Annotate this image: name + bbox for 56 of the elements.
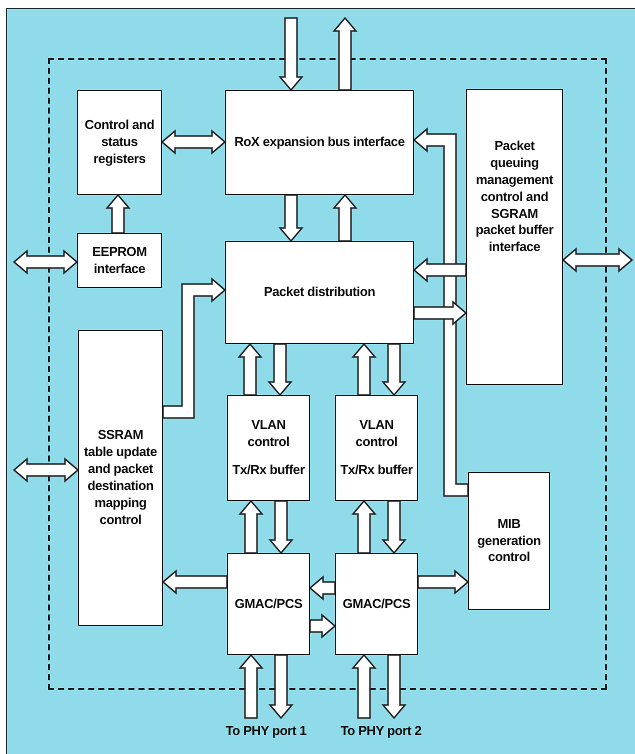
block-arrow (238, 654, 264, 719)
block-box (335, 553, 418, 655)
block-box (77, 90, 162, 195)
block-label: VLAN control (246, 416, 290, 450)
block-arrow (412, 127, 469, 497)
block-arrow (12, 457, 80, 483)
block-arrow (268, 500, 294, 554)
block-arrow (332, 194, 358, 242)
block-arrow (381, 343, 407, 396)
block-label: RoX expansion bus interface (234, 134, 405, 151)
block-label: VLAN control (354, 416, 398, 450)
block-arrow (562, 247, 634, 273)
block-arrow (351, 500, 377, 554)
block-box (77, 233, 162, 288)
block-box (225, 241, 414, 344)
block-arrow (160, 129, 226, 155)
block-label: EEPROM interface (91, 244, 148, 278)
block-arrow (238, 500, 264, 554)
block-label: Tx/Rx buffer (340, 462, 413, 480)
chip-boundary (48, 58, 607, 690)
block-box (78, 330, 163, 626)
port-label: To PHY port 2 (328, 718, 434, 742)
block-label: SSRAM table update and packet destination mapping control (83, 427, 158, 529)
block-arrow (381, 500, 407, 554)
block-arrow (332, 16, 358, 91)
block-box (227, 395, 310, 501)
block-arrow (412, 257, 467, 283)
block-box (225, 90, 414, 195)
block-label: Control and status registers (84, 117, 156, 168)
block-arrow (268, 654, 294, 720)
port-label: To PHY port 1 (212, 718, 320, 742)
block-box (468, 472, 550, 610)
block-arrow (105, 194, 131, 234)
block-box (335, 395, 418, 501)
block-box (227, 553, 310, 655)
block-arrow (309, 613, 336, 639)
block-arrow (351, 654, 377, 719)
block-label: Packet queuing management control and SGRAM packet buffer interface (474, 138, 554, 256)
block-arrow (417, 569, 470, 595)
block-label: Tx/Rx buffer (232, 462, 305, 480)
block-arrow (162, 277, 226, 419)
block-arrow (12, 249, 78, 275)
block-arrow (162, 569, 228, 595)
block-arrow (351, 342, 377, 396)
block-arrow (267, 343, 293, 396)
block-box (466, 89, 563, 385)
block-arrow (278, 194, 304, 242)
block-arrow (278, 17, 304, 92)
block-label: Packet distribution (264, 284, 376, 301)
block-label: GMAC/PCS (342, 596, 410, 612)
block-label: GMAC/PCS (234, 596, 302, 612)
block-arrow (381, 654, 407, 720)
block-arrow (413, 300, 468, 326)
block-arrow (308, 575, 336, 601)
block-label: MIB generation control (476, 516, 542, 566)
block-arrow (237, 342, 263, 396)
